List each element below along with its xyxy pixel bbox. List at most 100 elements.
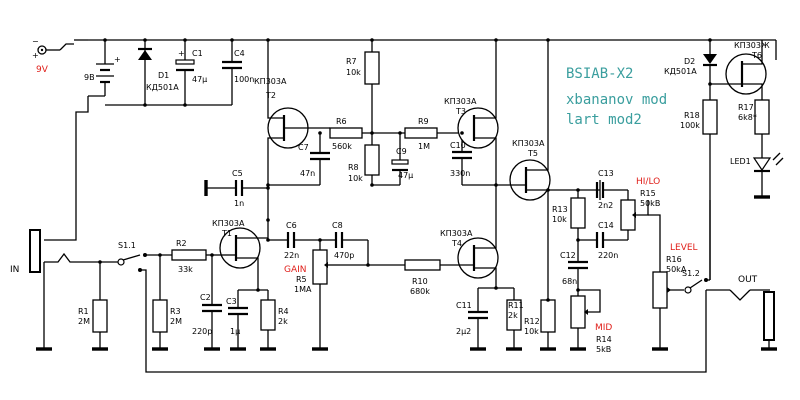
s1-2-label: S1.2 [682, 269, 700, 278]
c5-val: 1n [234, 199, 244, 208]
transistor-t4: КП303А T4 [440, 185, 499, 288]
in-label: IN [10, 265, 19, 275]
r4-ref: R4 [278, 307, 289, 316]
c2-val: 220p [192, 327, 212, 336]
r1-val: 2M [78, 317, 90, 326]
r9-ref: R9 [418, 117, 429, 126]
transistor-t6: КП303Ж T6 [710, 40, 770, 100]
potentiometer-r15: HI/LO R15 50kB [620, 177, 660, 240]
transistor-t2: КП303А T2 [254, 77, 330, 150]
svg-text:+: + [178, 49, 185, 58]
c1-val: 47µ [192, 75, 207, 84]
r18-val: 100k [680, 121, 700, 130]
r18-ref: R18 [684, 111, 700, 120]
c14-ref: C14 [598, 221, 614, 230]
mid-label: MID [595, 323, 612, 333]
capacitor-c12: C12 68n [560, 250, 588, 290]
gain-label: GAIN [284, 265, 307, 275]
level-label: LEVEL [670, 243, 698, 253]
r11-ref: R11 [508, 301, 524, 310]
capacitor-c2: C2 220p [192, 255, 222, 351]
r6-val: 560k [332, 142, 352, 151]
r2-ref: R2 [176, 239, 187, 248]
t6-type: КП303Ж [734, 41, 770, 50]
c13-ref: C13 [598, 169, 614, 178]
capacitor-c1: + C1 47µ [175, 40, 207, 105]
r15-ref: R15 [640, 189, 656, 198]
dc-jack: − + 9V [32, 37, 88, 75]
capacitor-c9: C9 47µ [391, 133, 413, 185]
capacitor-c11: C11 2µ2 [456, 288, 488, 351]
potentiometer-r16: LEVEL R16 50kA [652, 243, 698, 351]
c7-val: 47n [300, 169, 315, 178]
capacitor-c7: C7 47n [268, 133, 330, 186]
battery-label: 9B [84, 73, 95, 82]
c12-ref: C12 [560, 251, 576, 260]
r13-ref: R13 [552, 205, 568, 214]
t3-ref: T3 [455, 107, 466, 116]
t3-type: КП303А [444, 97, 477, 106]
resistor-r7: R7 10k [346, 40, 380, 145]
d2-ref: D2 [684, 57, 695, 66]
t5-type: КП303А [512, 139, 545, 148]
capacitor-c4: C4 100n [222, 40, 254, 105]
r3-ref: R3 [170, 307, 181, 316]
resistor-r18: R18 100k [680, 99, 718, 280]
c11-ref: C11 [456, 301, 472, 310]
svg-text:+: + [114, 55, 121, 64]
t4-ref: T4 [451, 239, 462, 248]
junctions [98, 38, 712, 302]
r16-val: 50kA [666, 265, 687, 274]
c6-ref: C6 [286, 221, 297, 230]
d1-ref: D1 [158, 71, 169, 80]
r5-val: 1MA [294, 285, 312, 294]
svg-text:−: − [32, 37, 39, 46]
t1-type: КП303А [212, 219, 245, 228]
r10-val: 680k [410, 287, 430, 296]
schematic-subtitle-1: xbananov mod [566, 92, 667, 108]
r5-ref: R5 [296, 275, 307, 284]
c13-val: 2n2 [598, 201, 613, 210]
capacitor-c14: C14 220n [578, 221, 628, 260]
diode-d2: D2 КД501А [664, 40, 717, 100]
schematic-title: BSIAB-X2 [566, 66, 633, 82]
t6-ref: T6 [751, 51, 762, 60]
r8-val: 10k [348, 174, 363, 183]
capacitor-c5: C5 1n [204, 169, 268, 208]
r7-ref: R7 [346, 57, 357, 66]
t1-ref: T1 [221, 229, 232, 238]
resistor-r1: R1 2M [78, 262, 108, 351]
r9-val: 1M [418, 142, 430, 151]
capacitor-c8: C8 470p [320, 221, 370, 267]
capacitor-c13: C13 2n2 [595, 169, 628, 210]
resistor-r4: R4 2k [260, 290, 289, 351]
r14-ref: R14 [596, 335, 612, 344]
resistor-r11: R11 2k [506, 288, 524, 351]
switch-s1-1: S1.1 [100, 241, 707, 373]
r10-ref: R10 [412, 277, 428, 286]
resistor-r12: R12 10k [524, 299, 556, 351]
c3-ref: C3 [226, 297, 237, 306]
svg-text:+: + [32, 51, 39, 60]
t2-ref: T2 [265, 91, 276, 100]
t2-type: КП303А [254, 77, 287, 86]
resistor-r17: R17 6k8* [738, 99, 770, 158]
r2-val: 33k [178, 265, 193, 274]
c10-ref: C10 [450, 141, 466, 150]
c14-val: 220n [598, 251, 618, 260]
led1: LED1 [730, 152, 784, 199]
c9-ref: C9 [396, 147, 407, 156]
out-jack: OUT [729, 275, 777, 351]
c8-val: 470p [334, 251, 354, 260]
battery: 9B + [84, 40, 121, 97]
hilo-label: HI/LO [636, 177, 660, 187]
transistor-t1: КП303А T1 [212, 219, 269, 290]
c4-ref: C4 [234, 49, 245, 58]
d2-type: КД501А [664, 67, 697, 76]
c6-val: 22n [284, 251, 299, 260]
transistor-t3: КП303А T3 [444, 40, 499, 185]
resistor-r3: R3 2M [152, 255, 182, 351]
capacitor-c10: C10 330n [450, 133, 496, 186]
c1-ref: C1 [192, 49, 203, 58]
